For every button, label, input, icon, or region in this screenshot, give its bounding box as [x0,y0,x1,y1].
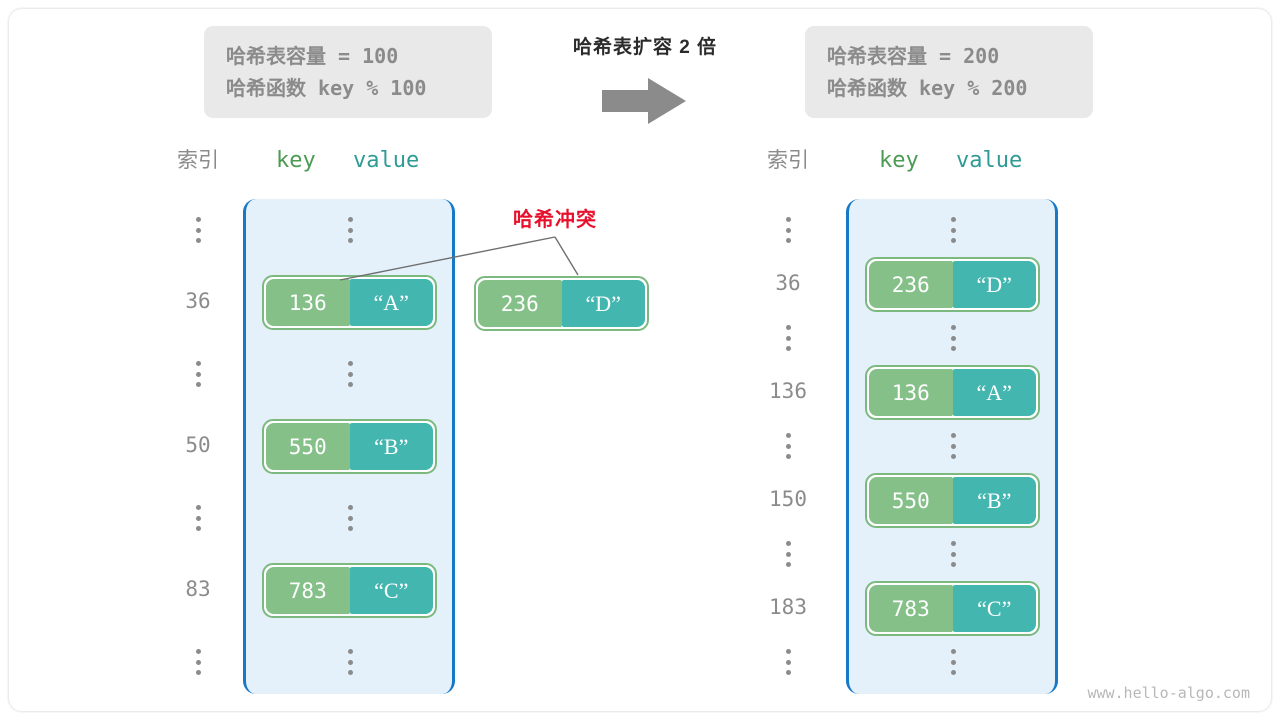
colliding-key-cell: 236 [478,280,562,327]
key-cell: 783 [869,585,953,632]
key-cell: 550 [266,423,350,470]
transform-caption: 哈希表扩容 2 倍 [572,37,718,58]
index-label-36: 36 [185,289,211,313]
index-label-136: 136 [769,379,807,403]
bucket-ellipsis-icon [943,325,963,351]
bucket-ellipsis-icon [340,217,360,243]
index-ellipsis-icon [188,217,208,243]
kv-pair-after-183: 783“C” [865,581,1040,636]
kv-pair-after-136: 136“A” [865,365,1040,420]
kv-pair-before-50: 550“B” [262,419,437,474]
bucket-ellipsis-icon [340,649,360,675]
capacity-line-before: 哈希表容量 = 100 [226,44,399,68]
index-label-150: 150 [769,487,807,511]
key-cell: 236 [869,261,953,308]
hash-function-line-before: 哈希函数 key % 100 [226,76,427,100]
watermark: www.hello-algo.com [1087,684,1250,702]
bucket-ellipsis-icon [340,361,360,387]
bucket-ellipsis-icon [943,217,963,243]
value-cell: “C” [349,567,433,614]
index-ellipsis-icon [778,541,798,567]
key-cell: 550 [869,477,953,524]
colliding-kv-pair: 236 “D” [474,276,649,331]
value-cell: “B” [952,477,1036,524]
index-label-83: 83 [185,577,211,601]
index-ellipsis-icon [188,649,208,675]
hash-function-line-after: 哈希函数 key % 200 [827,76,1028,100]
right-key-header: key [879,148,919,173]
key-cell: 136 [266,279,350,326]
index-ellipsis-icon [778,649,798,675]
value-cell: “A” [349,279,433,326]
index-label-50: 50 [185,433,211,457]
left-index-header: 索引 [177,149,219,172]
bucket-ellipsis-icon [943,433,963,459]
index-label-183: 183 [769,595,807,619]
kv-pair-after-36: 236“D” [865,257,1040,312]
bucket-ellipsis-icon [340,505,360,531]
hash-table-info-after: 哈希表容量 = 200 哈希函数 key % 200 [805,26,1093,118]
index-ellipsis-icon [188,505,208,531]
kv-pair-before-83: 783“C” [262,563,437,618]
index-ellipsis-icon [778,325,798,351]
capacity-line-after: 哈希表容量 = 200 [827,44,1000,68]
key-cell: 783 [266,567,350,614]
index-ellipsis-icon [778,217,798,243]
colliding-value-cell: “D” [561,280,645,327]
right-index-header: 索引 [767,149,809,172]
index-label-36: 36 [775,271,801,295]
value-cell: “C” [952,585,1036,632]
value-cell: “B” [349,423,433,470]
bucket-ellipsis-icon [943,649,963,675]
key-cell: 136 [869,369,953,416]
index-ellipsis-icon [188,361,208,387]
right-value-header: value [956,148,1023,173]
hash-table-info-before: 哈希表容量 = 100 哈希函数 key % 100 [204,26,492,118]
kv-pair-after-150: 550“B” [865,473,1040,528]
collision-leader-lines [339,236,579,281]
bucket-ellipsis-icon [943,541,963,567]
value-cell: “A” [952,369,1036,416]
outer-frame [8,8,1272,712]
left-value-header: value [353,148,420,173]
left-key-header: key [276,148,316,173]
value-cell: “D” [952,261,1036,308]
collision-label: 哈希冲突 [513,209,597,231]
right-arrow-icon [600,76,690,126]
index-ellipsis-icon [778,433,798,459]
kv-pair-before-36: 136“A” [262,275,437,330]
